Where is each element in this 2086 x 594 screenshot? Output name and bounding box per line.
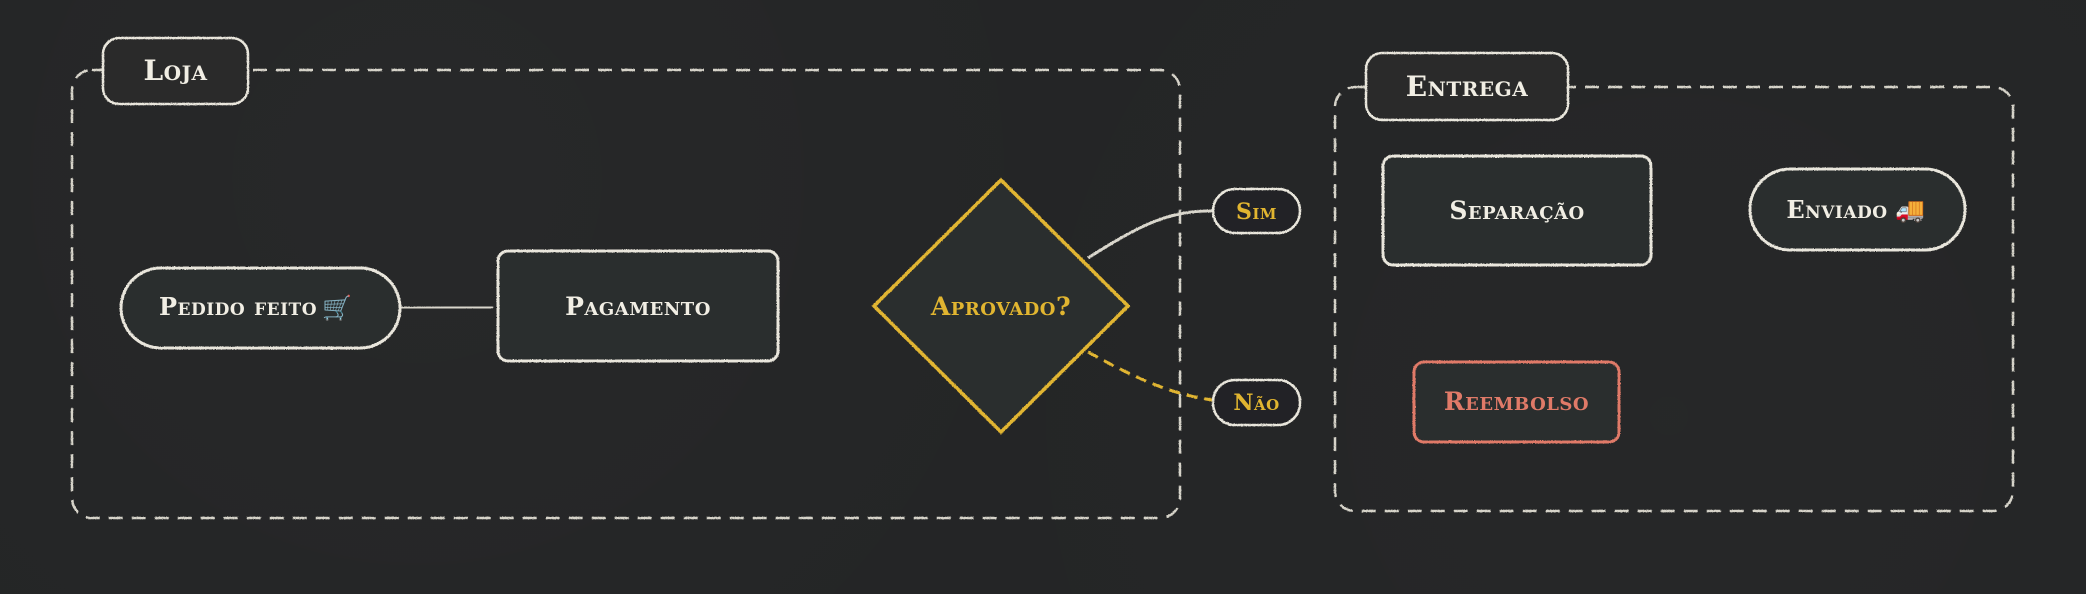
group-entrega-title-box [1364,51,1570,122]
node-pedido-feito-label: Pedido feito [159,292,317,321]
node-reembolso-label: Reembolso [1444,387,1589,416]
node-enviado-shape [1748,167,1967,252]
edge-label-nao: Não [1211,378,1302,427]
edge-label-nao-box [1211,378,1302,427]
edge-label-nao-text: Não [1233,390,1279,416]
node-pedido-feito-shape [119,266,402,350]
edges [399,204,1748,409]
node-separacao[interactable]: Separação [1381,154,1653,267]
node-enviado[interactable]: Enviado 🚚 [1748,167,1967,252]
node-pagamento[interactable]: Pagamento [496,249,780,363]
group-entrega-title: Entrega [1406,70,1528,103]
node-aprovado-label: Aprovado? [930,292,1071,321]
group-loja-title-box [101,36,250,106]
edge-label-sim-text: Sim [1236,199,1277,225]
node-separacao-shape [1381,154,1653,267]
node-aprovado-decision[interactable]: Aprovado? [871,177,1131,435]
node-reembolso[interactable]: Reembolso [1412,360,1621,444]
group-loja-title: Loja [143,54,207,87]
edge-pedido-to-pagamento [399,301,494,314]
group-entrega-border [1333,85,2015,513]
group-loja-border [70,68,1182,520]
node-enviado-label: Enviado [1786,195,1887,224]
node-reembolso-shape [1412,360,1621,444]
edge-label-sim: Sim [1211,187,1302,235]
edge-aprovado-to-nao-label [1087,350,1213,402]
delivery-truck-icon: 🚚 [1895,196,1925,224]
node-aprovado-shape [871,177,1131,435]
group-entrega: Entrega [1333,51,2015,513]
edge-aprovado-to-sim-label [1087,209,1213,260]
node-pagamento-shape [496,249,780,363]
group-loja: Loja [70,36,1182,520]
shopping-cart-icon: 🛒 [322,294,352,322]
edge-label-sim-box [1211,187,1302,235]
node-pagamento-label: Pagamento [565,292,711,321]
node-separacao-label: Separação [1449,196,1584,225]
node-pedido-feito[interactable]: Pedido feito 🛒 [119,266,402,350]
